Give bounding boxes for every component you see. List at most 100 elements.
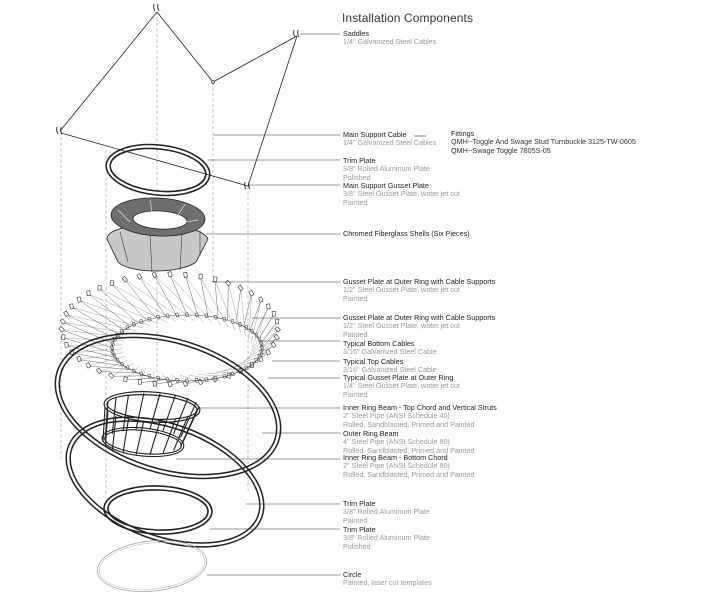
cable-line [66, 314, 137, 332]
component-spec: 1/2" Steel Gusset Plate, water jet cut [343, 285, 460, 295]
vertical-strut [122, 419, 130, 454]
gusset-plate-icon [152, 380, 157, 387]
vertical-strut [135, 393, 145, 430]
gusset-plate-icon [121, 276, 128, 283]
cable-line [71, 306, 119, 335]
fittings-line: QMH--Toggle And Swage Stud Turnbuckle 31… [451, 137, 636, 147]
fittings-note: Fittings QMH--Toggle And Swage Stud Turn… [451, 129, 636, 155]
gusset-plate-icon [58, 326, 65, 333]
component-spec: Painted [343, 515, 368, 525]
gusset-plate-icon [64, 341, 69, 348]
gusset-plate-icon [109, 280, 115, 286]
vertical-strut [122, 394, 130, 431]
component-spec: 1/4" Galvanized Steel Cables [343, 138, 437, 148]
component-name: Saddles [343, 29, 369, 38]
component-spec: 2" Steel Pipe (ANSI Schedule 40) [343, 411, 450, 421]
fittings-line: QMH--Swage Toggle 7805S-05 [451, 145, 551, 155]
cable-line [237, 345, 274, 366]
inner-ring-bottom-chord [104, 429, 182, 455]
cable-line [154, 275, 177, 316]
gusset-plate-icon [273, 333, 280, 341]
cable-line [223, 359, 261, 371]
cable-line [251, 314, 274, 352]
component-spec: 3/8" Rolled Aluminum Plate [343, 164, 430, 174]
lower-trim-plate [107, 489, 209, 531]
component-name: Outer Ring Beam [343, 429, 399, 438]
shell-seam [149, 199, 153, 213]
shell-seam [177, 203, 186, 216]
cable-line [240, 288, 246, 337]
vertical-strut [149, 420, 161, 455]
saddle-icon [244, 181, 251, 190]
component-spec: Painted [343, 197, 368, 207]
cable-line [255, 307, 269, 335]
component-name: Circle [343, 570, 362, 579]
component-name: Typical Bottom Cables [343, 339, 415, 348]
inner-ring-bottom-loop [65, 416, 265, 548]
gusset-plate-icon [198, 273, 203, 280]
cable-line [88, 293, 131, 327]
cable-line [71, 352, 119, 362]
cable-line [243, 293, 252, 327]
fittings-heading: Fittings [451, 129, 475, 138]
cable-line [79, 300, 125, 331]
component-label: Gusset Plate at Outer Ring with Cable Su… [343, 277, 495, 303]
component-spec: Rolled, Sandblasted, Primed and Painted [343, 445, 475, 455]
component-name: Typical Gusset Plate at Outer Ring [343, 373, 454, 382]
vertical-strut [111, 397, 117, 434]
inner-gusset-icon [139, 371, 144, 377]
lower-trim-plate [103, 485, 213, 535]
cable-line [61, 329, 128, 338]
vertical-strut [162, 394, 177, 431]
cable-line [66, 314, 116, 339]
component-spec: 3/16" Galvanized Steel Cable [343, 347, 437, 357]
upper-trim-plate [105, 143, 211, 197]
gusset-plate-icon [63, 310, 70, 318]
component-spec: Rolled, Sandblasted, Primed and Painted [343, 469, 475, 479]
gusset-plate-icon [61, 334, 66, 340]
vertical-strut [173, 397, 189, 434]
cable-line [169, 274, 188, 316]
cable-node [211, 80, 215, 84]
component-spec: 4" Steel Pipe (ANSI Schedule 80) [343, 437, 450, 447]
gusset-plate-icon [136, 273, 143, 280]
cable-line [214, 279, 219, 318]
gusset-plate-icon [137, 379, 142, 385]
gusset-plate-icon [265, 348, 271, 356]
cable-line [207, 371, 241, 374]
cable-line [250, 300, 262, 344]
fiberglass-shell-opening [132, 210, 188, 230]
inner-gusset-icon [175, 378, 180, 383]
component-spec: 2" Steel Pipe (ANSI Schedule 80) [343, 461, 450, 471]
inner-gusset-icon [147, 373, 152, 379]
gusset-plate-icon [76, 355, 82, 363]
cable-line [139, 379, 166, 383]
cable-line [185, 275, 198, 316]
component-label: Inner Ring Beam - Top Chord and Vertical… [343, 403, 497, 429]
gusset-plate-icon [59, 318, 66, 325]
saddle-icon [56, 126, 63, 135]
component-spec: 1/4" Galvanized Steel Cables [343, 37, 437, 47]
cable-line [66, 345, 116, 358]
gusset-plate-icon [183, 271, 188, 278]
cable-line [249, 300, 262, 331]
cable-line [261, 322, 278, 344]
saddle-icon [153, 3, 160, 12]
cable-line [79, 352, 123, 360]
shell-seam [117, 209, 131, 223]
cable-line [169, 380, 188, 386]
cable-line [79, 300, 151, 326]
gusset-plate-icon [274, 326, 281, 333]
shell-seam [179, 232, 183, 271]
inner-cable-ring [111, 314, 263, 382]
component-spec: Painted [343, 329, 368, 339]
